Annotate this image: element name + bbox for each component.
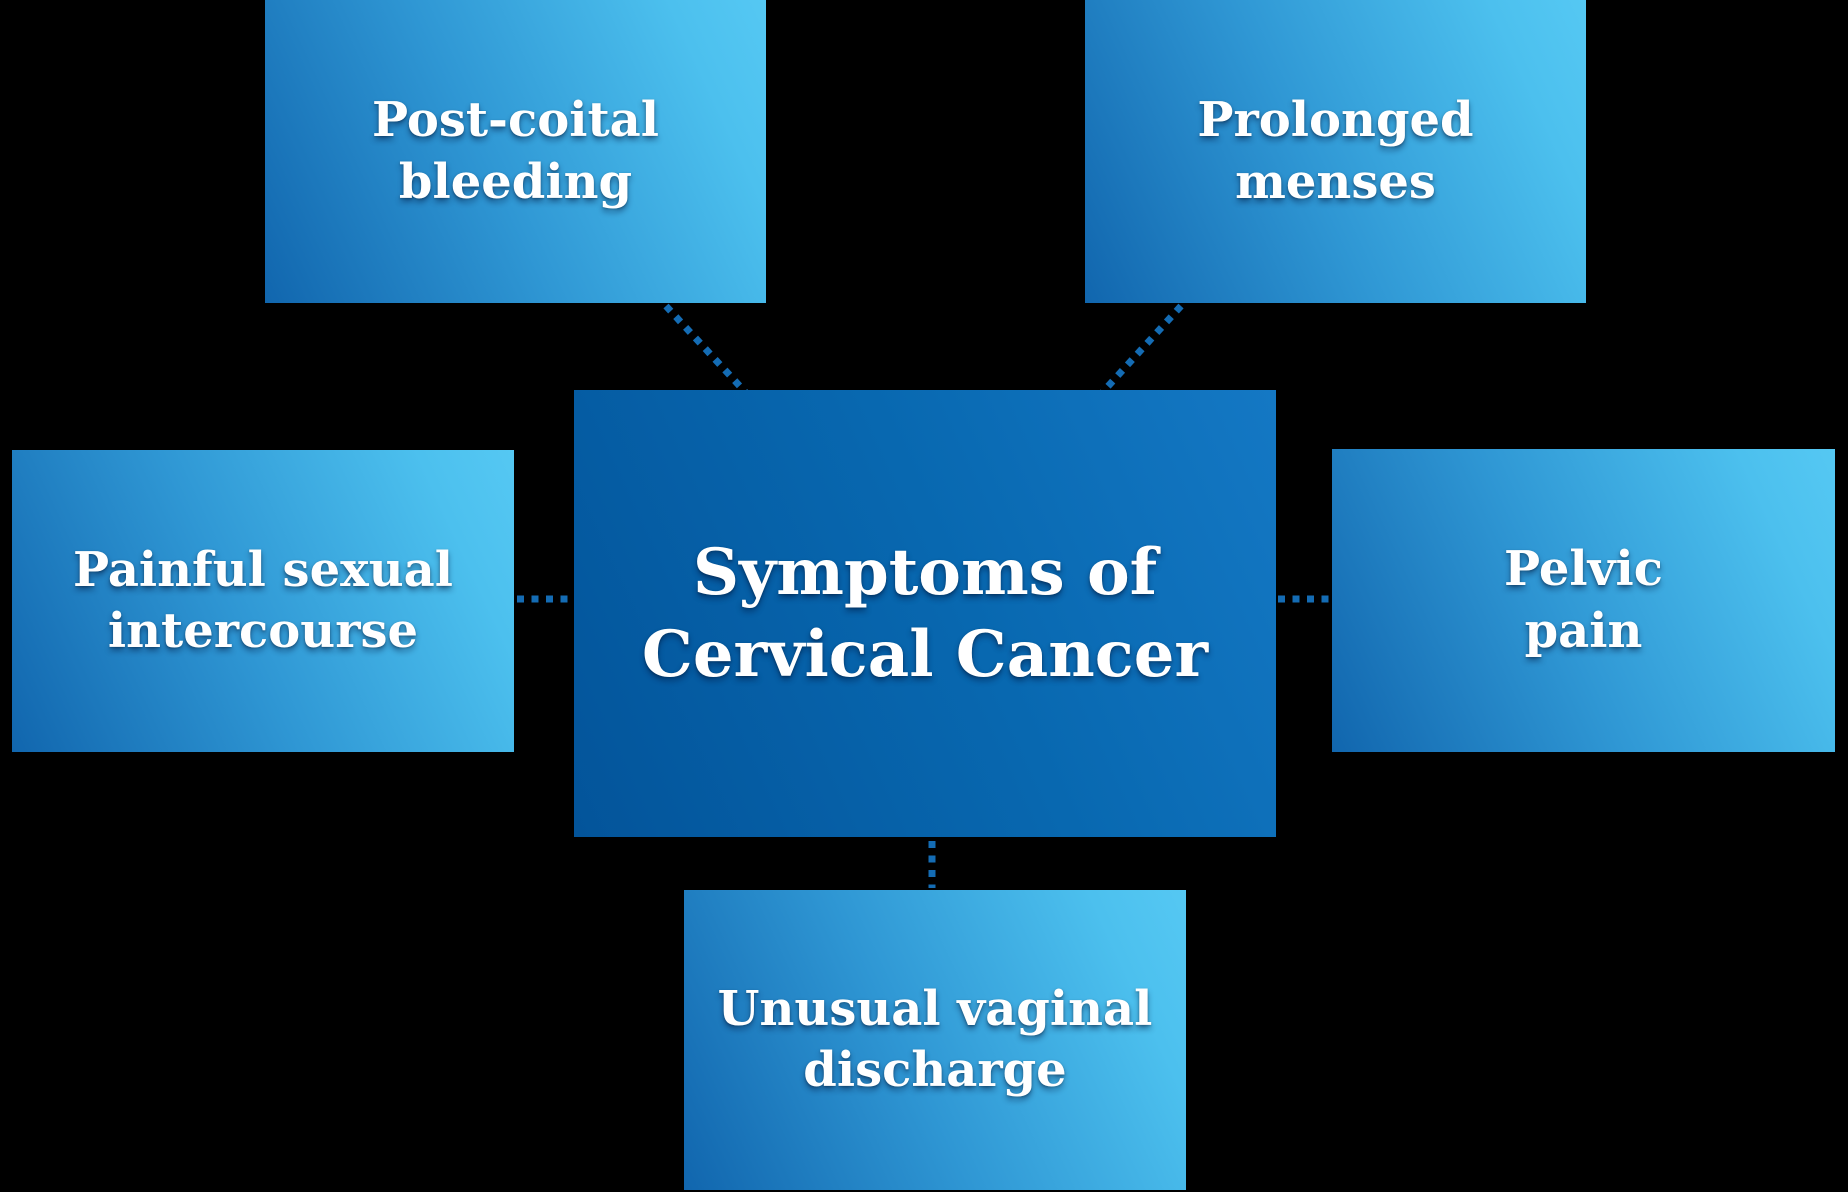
diagram-title: Symptoms of Cervical Cancer	[641, 534, 1209, 692]
node-unusual-vaginal-discharge: Unusual vaginal discharge	[684, 890, 1186, 1190]
center-node-title: Symptoms of Cervical Cancer	[574, 390, 1276, 837]
node-label: Prolonged menses	[1197, 92, 1474, 210]
node-label: Unusual vaginal discharge	[717, 980, 1153, 1098]
node-label: Pelvic pain	[1504, 541, 1663, 659]
node-prolonged-menses: Prolonged menses	[1085, 0, 1586, 303]
node-painful-sexual-intercourse: Painful sexual intercourse	[12, 450, 514, 752]
node-post-coital-bleeding: Post-coital bleeding	[265, 0, 766, 303]
connector-prolonged-to-center	[1098, 303, 1184, 397]
node-label: Post-coital bleeding	[372, 92, 659, 210]
node-label: Painful sexual intercourse	[73, 541, 453, 659]
node-pelvic-pain: Pelvic pain	[1332, 449, 1835, 752]
connector-post-coital-to-center	[663, 303, 750, 397]
